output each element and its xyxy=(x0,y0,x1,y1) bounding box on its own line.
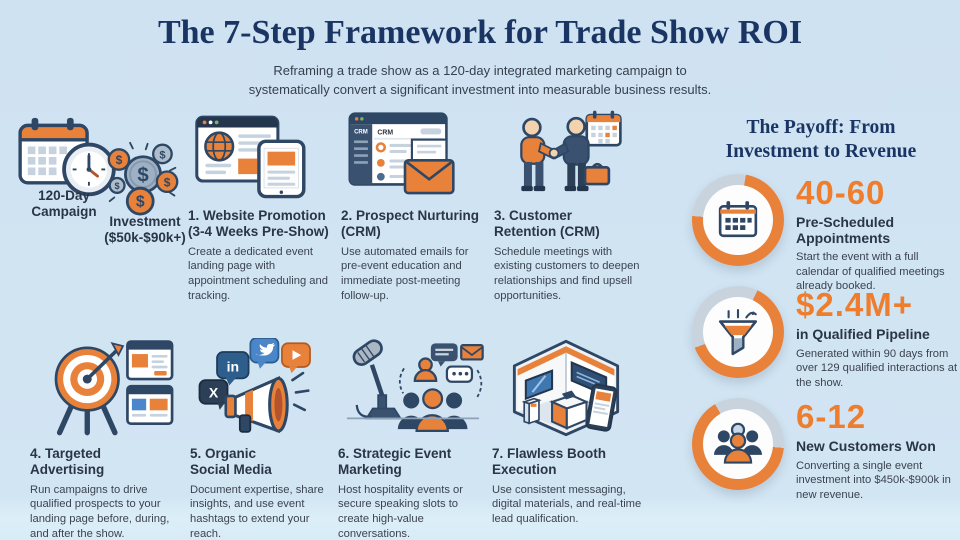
stat-label: Pre-Scheduled Appointments xyxy=(796,214,895,246)
twitter-bubble xyxy=(249,338,280,369)
social-media-megaphone-icon: in X xyxy=(190,338,332,438)
appointments-calendar-icon xyxy=(703,185,773,255)
payoff-panel: The Payoff: From Investment to Revenue xyxy=(686,116,958,536)
stat-value: 40-60 xyxy=(796,174,886,211)
step-title: 7. Flawless Booth Execution xyxy=(492,446,607,477)
step-description: Use automated emails for pre-event educa… xyxy=(341,245,469,302)
svg-text:in: in xyxy=(227,358,239,374)
step-2-prospect-nurturing: CRM CRM xyxy=(341,112,483,303)
step-7-flawless-booth-execution: 7. Flawless Booth Execution Use consiste… xyxy=(492,338,650,527)
payoff-stat-customers: 6-12 New Customers Won Converting a sing… xyxy=(692,398,958,502)
stat-value: $2.4M+ xyxy=(796,286,913,323)
stat-label: in Qualified Pipeline xyxy=(796,326,930,342)
stat-text: 40-60 Pre-Scheduled Appointments Start t… xyxy=(796,174,958,294)
svg-text:CRM: CRM xyxy=(354,130,368,136)
investment-label: Investment ($50k-$90k+) xyxy=(104,214,186,246)
step-5-organic-social-media: in X xyxy=(190,338,332,540)
step-description: Create a dedicated event landing page wi… xyxy=(188,245,328,302)
step-description: Host hospitality events or secure speaki… xyxy=(338,483,463,540)
stat-description: Generated within 90 days from over 129 q… xyxy=(796,347,958,389)
target-advertising-icon xyxy=(30,338,188,438)
step-title: 3. Customer Retention (CRM) xyxy=(494,208,600,239)
microphone xyxy=(352,339,403,420)
stat-text: $2.4M+ in Qualified Pipeline Generated w… xyxy=(796,286,958,390)
step-description: Use consistent messaging, digital materi… xyxy=(492,483,642,525)
svg-text:$: $ xyxy=(137,165,149,187)
step-1-website-promotion: 1. Website Promotion (3-4 Weeks Pre-Show… xyxy=(188,112,330,303)
step-description: Document expertise, share insights, and … xyxy=(190,483,324,540)
customers-badge-ring xyxy=(692,398,784,490)
step-6-strategic-event-marketing: 6. Strategic Event Marketing Host hospit… xyxy=(338,338,490,540)
campaign-label: 120-Day Campaign xyxy=(31,188,97,220)
step-title: 5. Organic Social Media xyxy=(190,446,272,477)
appointments-badge-ring xyxy=(692,174,784,266)
crm-nurturing-icon: CRM CRM xyxy=(341,112,483,200)
megaphone xyxy=(224,371,310,434)
booth-execution-icon xyxy=(492,338,650,438)
svg-text:$: $ xyxy=(159,150,166,162)
handshake-retention-icon xyxy=(494,110,644,200)
stat-description: Start the event with a full calendar of … xyxy=(796,251,945,293)
step-title: 6. Strategic Event Marketing xyxy=(338,446,452,477)
pipeline-funnel-icon xyxy=(703,297,773,367)
website-promotion-icon xyxy=(188,112,330,200)
page-subtitle: Reframing a trade show as a 120-day inte… xyxy=(0,62,960,100)
video-bubble xyxy=(281,342,311,374)
step-title: 4. Targeted Advertising xyxy=(30,446,105,477)
subtitle-line-1: Reframing a trade show as a 120-day inte… xyxy=(273,63,687,78)
step-title: 1. Website Promotion (3-4 Weeks Pre-Show… xyxy=(188,208,329,239)
stat-label: New Customers Won xyxy=(796,438,936,454)
linkedin-bubble: in xyxy=(216,351,250,386)
stat-text: 6-12 New Customers Won Converting a sing… xyxy=(796,398,958,502)
customers-group-icon xyxy=(703,409,773,479)
svg-text:CRM: CRM xyxy=(377,129,393,136)
stat-description: Converting a single event investment int… xyxy=(796,459,951,501)
payoff-stat-pipeline: $2.4M+ in Qualified Pipeline Generated w… xyxy=(692,286,958,390)
payoff-header: The Payoff: From Investment to Revenue xyxy=(725,117,917,163)
step-title: 2. Prospect Nurturing (CRM) xyxy=(341,208,480,239)
subtitle-line-2: systematically convert a significant inv… xyxy=(248,81,712,97)
svg-text:$: $ xyxy=(116,153,123,167)
svg-text:$: $ xyxy=(136,194,145,211)
investment-coins-icon: $ $ $ $ $ $ xyxy=(106,140,180,221)
step-3-customer-retention: 3. Customer Retention (CRM) Schedule mee… xyxy=(494,110,644,303)
page-title: The 7-Step Framework for Trade Show ROI xyxy=(157,14,803,51)
calendar-clock-icon xyxy=(16,114,116,205)
payoff-stat-appointments: 40-60 Pre-Scheduled Appointments Start t… xyxy=(692,174,958,294)
stat-value: 6-12 xyxy=(796,398,867,435)
step-4-targeted-advertising: 4. Targeted Advertising Run campaigns to… xyxy=(30,338,188,540)
step-description: Schedule meetings with existing customer… xyxy=(494,245,640,302)
svg-text:$: $ xyxy=(164,175,171,189)
x-bubble: X xyxy=(198,379,229,410)
svg-text:X: X xyxy=(209,385,219,401)
event-marketing-icon xyxy=(338,338,490,438)
pipeline-badge-ring xyxy=(692,286,784,378)
step-description: Run campaigns to drive qualified prospec… xyxy=(30,483,170,540)
svg-text:$: $ xyxy=(115,181,121,191)
